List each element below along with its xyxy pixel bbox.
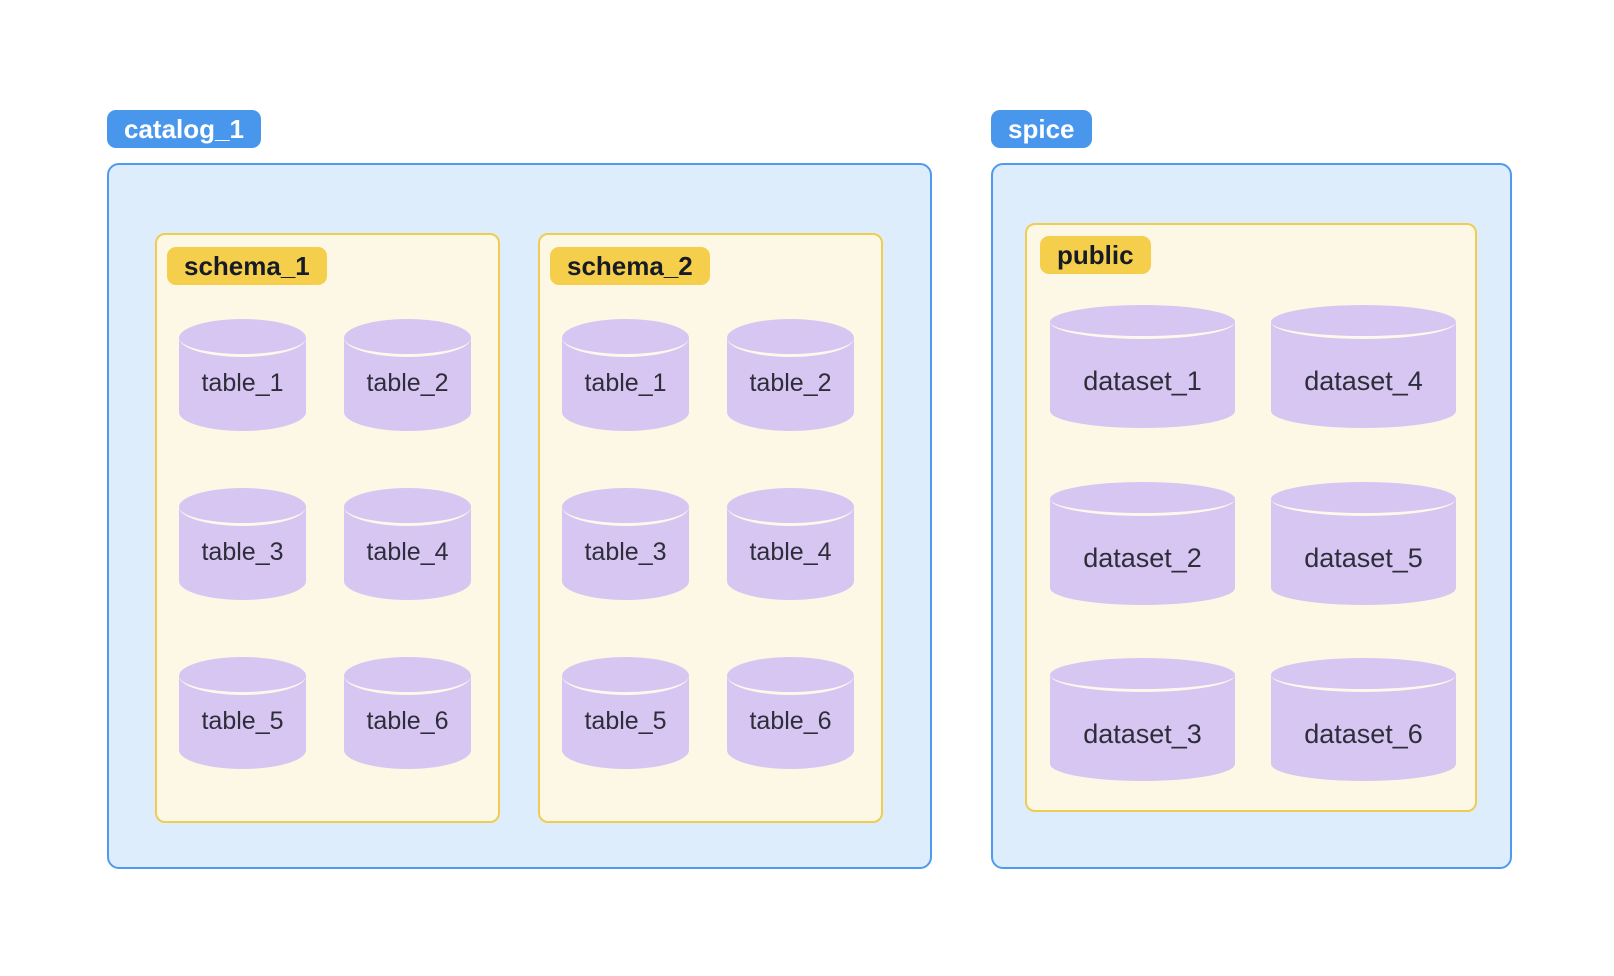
table-label: table_6 <box>749 706 832 735</box>
table-cylinder database-icon: table_4 <box>344 488 471 600</box>
dataset-cylinder database-icon: dataset_3 <box>1050 658 1235 781</box>
table-cylinder database-icon: table_2 <box>727 319 854 431</box>
table-cylinder database-icon: table_6 <box>727 657 854 769</box>
schema-container-public: public dataset_1 dataset_2 dataset_3 dat… <box>1025 223 1477 812</box>
dataset-cylinder database-icon: dataset_5 <box>1271 482 1456 605</box>
table-label: table_1 <box>584 368 667 397</box>
dataset-label: dataset_1 <box>1083 366 1202 396</box>
table-cylinder database-icon: table_5 <box>562 657 689 769</box>
table-cylinder database-icon: table_2 <box>344 319 471 431</box>
table-label: table_2 <box>749 368 832 397</box>
dataset-label: dataset_3 <box>1083 719 1202 749</box>
catalog-group-spice: spice public dataset_1 dataset_2 dataset… <box>991 110 1512 869</box>
catalog-badge: spice <box>991 110 1092 148</box>
table-label: table_6 <box>366 706 449 735</box>
dataset-label: dataset_6 <box>1304 719 1423 749</box>
table-label: table_5 <box>201 706 284 735</box>
dataset-cylinder database-icon: dataset_1 <box>1050 305 1235 428</box>
schema-badge: public <box>1040 236 1151 274</box>
table-cylinder database-icon: table_6 <box>344 657 471 769</box>
table-cylinder database-icon: table_3 <box>179 488 306 600</box>
schema-container-schema-2: schema_2 table_1 table_2 table_3 table_4… <box>538 233 883 823</box>
catalog-badge: catalog_1 <box>107 110 261 148</box>
dataset-label: dataset_5 <box>1304 543 1423 573</box>
table-label: table_5 <box>584 706 667 735</box>
schema-badge: schema_1 <box>167 247 327 285</box>
dataset-cylinder database-icon: dataset_4 <box>1271 305 1456 428</box>
table-cylinder database-icon: table_4 <box>727 488 854 600</box>
catalog-container: schema_1 table_1 table_2 table_3 table_4… <box>107 163 932 869</box>
table-cylinder database-icon: table_5 <box>179 657 306 769</box>
table-label: table_4 <box>749 537 832 566</box>
table-label: table_1 <box>201 368 284 397</box>
table-cylinder database-icon: table_1 <box>562 319 689 431</box>
table-label: table_4 <box>366 537 449 566</box>
dataset-cylinder database-icon: dataset_2 <box>1050 482 1235 605</box>
table-label: table_3 <box>584 537 667 566</box>
table-cylinder database-icon: table_3 <box>562 488 689 600</box>
table-label: table_3 <box>201 537 284 566</box>
table-label: table_2 <box>366 368 449 397</box>
schema-container-schema-1: schema_1 table_1 table_2 table_3 table_4… <box>155 233 500 823</box>
dataset-label: dataset_2 <box>1083 543 1202 573</box>
table-cylinder database-icon: table_1 <box>179 319 306 431</box>
dataset-label: dataset_4 <box>1304 366 1423 396</box>
catalog-group-catalog-1: catalog_1 schema_1 table_1 table_2 table… <box>107 110 932 869</box>
schema-badge: schema_2 <box>550 247 710 285</box>
dataset-cylinder database-icon: dataset_6 <box>1271 658 1456 781</box>
catalog-container: public dataset_1 dataset_2 dataset_3 dat… <box>991 163 1512 869</box>
